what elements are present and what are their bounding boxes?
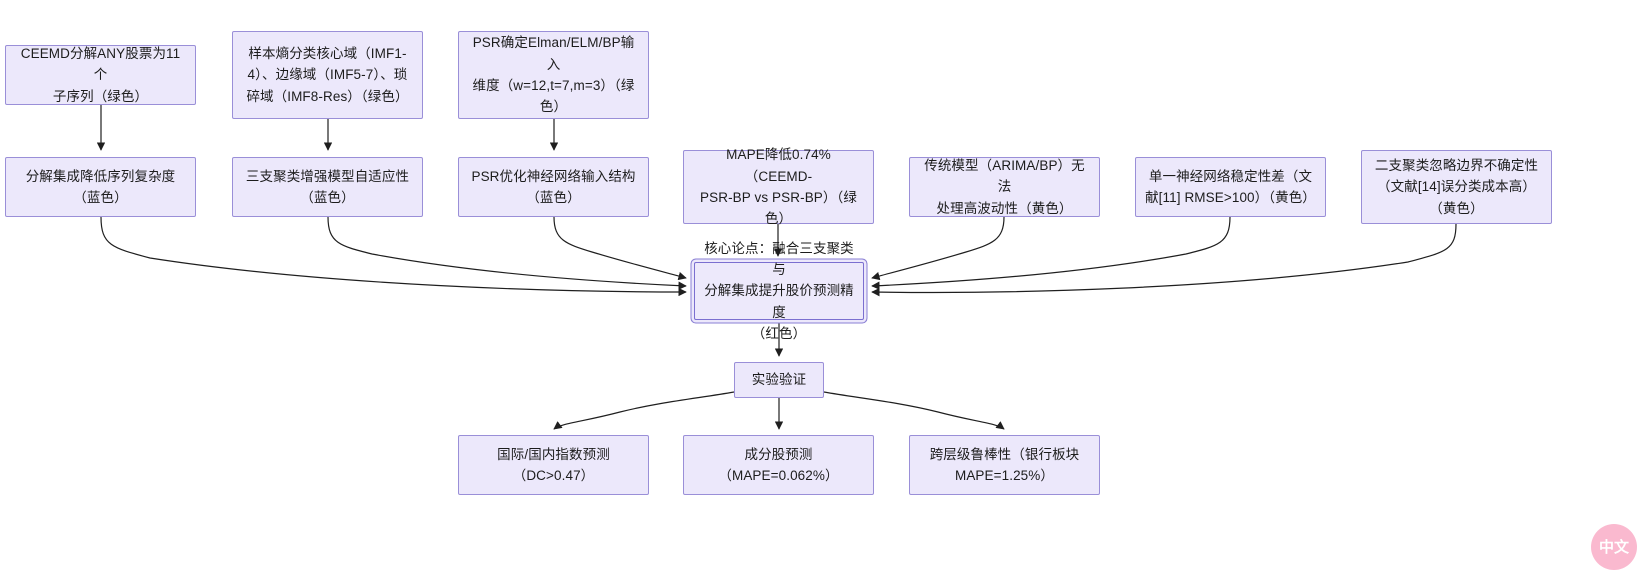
node-n8[interactable]: 传统模型（ARIMA/BP）无法 处理高波动性（黄色） (909, 157, 1100, 217)
node-n2[interactable]: 样本熵分类核心域（IMF1- 4）、边缘域（IMF5-7）、琐 碎域（IMF8-… (232, 31, 423, 119)
edge-n10-to-core (871, 223, 1457, 297)
node-b3[interactable]: 跨层级鲁棒性（银行板块 MAPE=1.25%） (909, 435, 1100, 495)
watermark-logo: 中文 (1591, 524, 1637, 570)
edge-exp-to-b3 (823, 391, 1005, 430)
node-n10[interactable]: 二支聚类忽略边界不确定性 （文献[14]误分类成本高） （黄色） (1361, 150, 1552, 224)
node-exp[interactable]: 实验验证 (734, 362, 824, 398)
node-core[interactable]: 核心论点：融合三支聚类与 分解集成提升股价预测精度 （红色） (694, 241, 864, 341)
node-n3[interactable]: PSR确定Elman/ELM/BP输入 维度（w=12,t=7,m=3）（绿 色… (458, 31, 649, 119)
edge-n4-to-core (100, 216, 687, 297)
watermark-text: 中文 (1598, 538, 1629, 556)
node-n1[interactable]: CEEMD分解ANY股票为11个 子序列（绿色） (5, 45, 196, 105)
node-n4[interactable]: 分解集成降低序列复杂度 （蓝色） (5, 157, 196, 217)
edge-n8-to-core (871, 216, 1005, 281)
edge-n5-to-core (327, 216, 687, 290)
edge-n6-to-core (553, 216, 687, 281)
node-n9[interactable]: 单一神经网络稳定性差（文 献[11] RMSE>100）（黄色） (1135, 157, 1326, 217)
node-b2[interactable]: 成分股预测 （MAPE=0.062%） (683, 435, 874, 495)
node-n6[interactable]: PSR优化神经网络输入结构 （蓝色） (458, 157, 649, 217)
edge-n9-to-core (871, 216, 1231, 290)
node-n7[interactable]: MAPE降低0.74%（CEEMD- PSR-BP vs PSR-BP）（绿 色… (683, 147, 874, 226)
node-n5[interactable]: 三支聚类增强模型自适应性 （蓝色） (232, 157, 423, 217)
edge-exp-to-b1 (553, 391, 735, 430)
node-b1[interactable]: 国际/国内指数预测 （DC>0.47） (458, 435, 649, 495)
